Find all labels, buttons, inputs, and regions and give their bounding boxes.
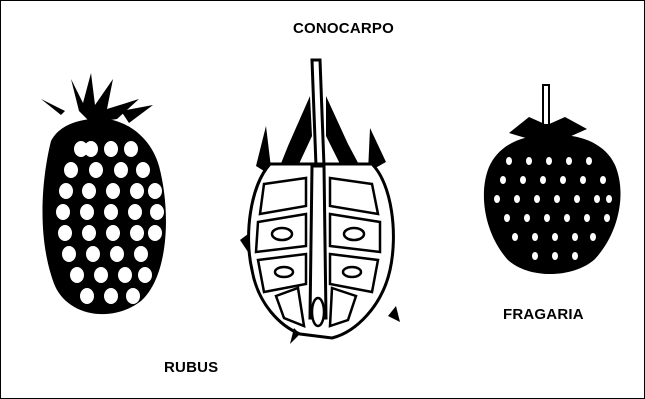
achene (506, 157, 512, 165)
achene (574, 195, 580, 203)
strawberry-fruit-icon (469, 81, 639, 281)
drupelet (106, 183, 120, 199)
drupelet (62, 246, 76, 262)
drupelet (82, 183, 96, 199)
drupelet (89, 162, 103, 178)
drupelet (104, 204, 118, 220)
achene (594, 195, 600, 203)
diagram-title: CONOCARPO (293, 20, 394, 37)
drupelet (138, 267, 152, 283)
achene (514, 195, 520, 203)
drupelet (150, 204, 164, 220)
achene (566, 157, 572, 165)
drupelet (82, 225, 96, 241)
drupelet (128, 204, 142, 220)
achene (520, 176, 526, 184)
achene (586, 157, 592, 165)
drupelet (58, 225, 72, 241)
achene (606, 195, 612, 203)
drupelet (134, 246, 148, 262)
drupelet (80, 288, 94, 304)
label-fragaria: FRAGARIA (503, 306, 584, 323)
achene (524, 214, 530, 222)
achene (546, 157, 552, 165)
drupelet (86, 246, 100, 262)
drupelet (148, 225, 162, 241)
raspberry-fruit-icon (21, 71, 181, 331)
drupelet (130, 225, 144, 241)
drupelet (104, 141, 118, 157)
achene (590, 233, 596, 241)
achene (560, 176, 566, 184)
drupelet (59, 183, 73, 199)
achene (564, 214, 570, 222)
achene (552, 233, 558, 241)
achene (512, 233, 518, 241)
achene (534, 195, 540, 203)
drupelet (118, 267, 132, 283)
drupelet (126, 288, 140, 304)
drupelet (80, 204, 94, 220)
achene (494, 195, 500, 203)
achene (500, 176, 506, 184)
drupelet (110, 246, 124, 262)
achene (604, 214, 610, 222)
achene (554, 195, 560, 203)
drupelet (106, 225, 120, 241)
achene (544, 214, 550, 222)
achene (572, 252, 578, 260)
drupelet (130, 183, 144, 199)
drupelet (84, 141, 98, 157)
achene (580, 176, 586, 184)
drupelet (104, 288, 118, 304)
achene (504, 214, 510, 222)
achene (600, 176, 606, 184)
fruit-longitudinal-section-icon (236, 56, 411, 346)
achene (552, 252, 558, 260)
drupelet (136, 162, 150, 178)
achene (572, 233, 578, 241)
drupelet (114, 162, 128, 178)
achene (526, 157, 532, 165)
drupelet (94, 267, 108, 283)
drupelet (148, 183, 162, 199)
achene (584, 214, 590, 222)
achene (540, 176, 546, 184)
drupelet (64, 162, 78, 178)
label-rubus: RUBUS (164, 359, 218, 376)
achene (532, 252, 538, 260)
drupelet (124, 141, 138, 157)
achene (532, 233, 538, 241)
drupelet (56, 204, 70, 220)
drupelet (70, 267, 84, 283)
